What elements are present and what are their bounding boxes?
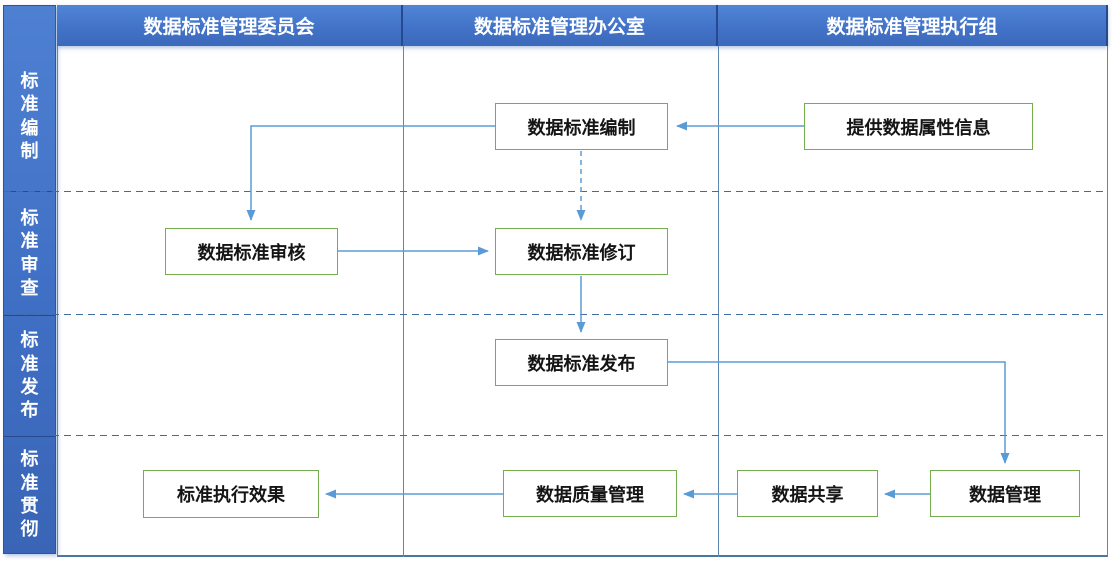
lane-divider-1 [403,46,404,557]
node-data-standard-compilation: 数据标准编制 [495,103,668,150]
row-separator-1 [4,191,1108,192]
phase-sidebar: 标准编制 标准审查 标准发布 标准贯彻 [3,5,56,554]
phase-standard-release: 标准发布 [4,316,55,437]
node-provide-data-attribute-info: 提供数据属性信息 [804,103,1033,150]
lane-header-office: 数据标准管理办公室 [403,5,718,46]
lane-grid-frame [57,46,1108,557]
phase-standard-implementation: 标准贯彻 [4,437,55,553]
edge-publish-to-manage [668,361,1010,464]
node-data-standard-review: 数据标准审核 [165,228,338,275]
lane-header-execution-group: 数据标准管理执行组 [718,5,1108,46]
phase-standard-review: 标准审查 [4,192,55,316]
lane-header-committee: 数据标准管理委员会 [57,5,403,46]
phase-label: 标准发布 [20,330,39,421]
row-separator-2 [4,314,1108,315]
node-standard-execution-effect: 标准执行效果 [143,470,319,518]
edge-compile-to-review [246,125,495,221]
node-data-standard-revision: 数据标准修订 [495,228,668,275]
node-data-sharing: 数据共享 [737,470,878,517]
node-data-standard-release: 数据标准发布 [495,339,668,386]
lane-divider-2 [718,46,719,557]
node-data-quality-management: 数据质量管理 [503,470,677,517]
lane-header: 数据标准管理委员会 数据标准管理办公室 数据标准管理执行组 [57,5,1108,46]
phase-label: 标准贯彻 [20,449,39,540]
row-separator-3 [4,435,1108,436]
phase-label: 标准审查 [20,207,39,298]
phase-label: 标准编制 [20,70,39,161]
node-data-management: 数据管理 [930,470,1080,517]
